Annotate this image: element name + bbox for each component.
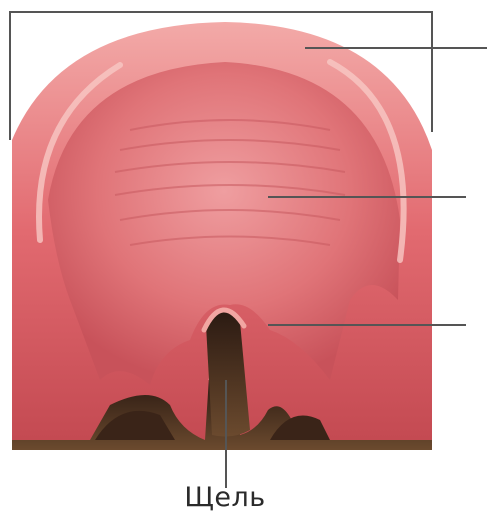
slit-label: Щель <box>150 482 300 513</box>
